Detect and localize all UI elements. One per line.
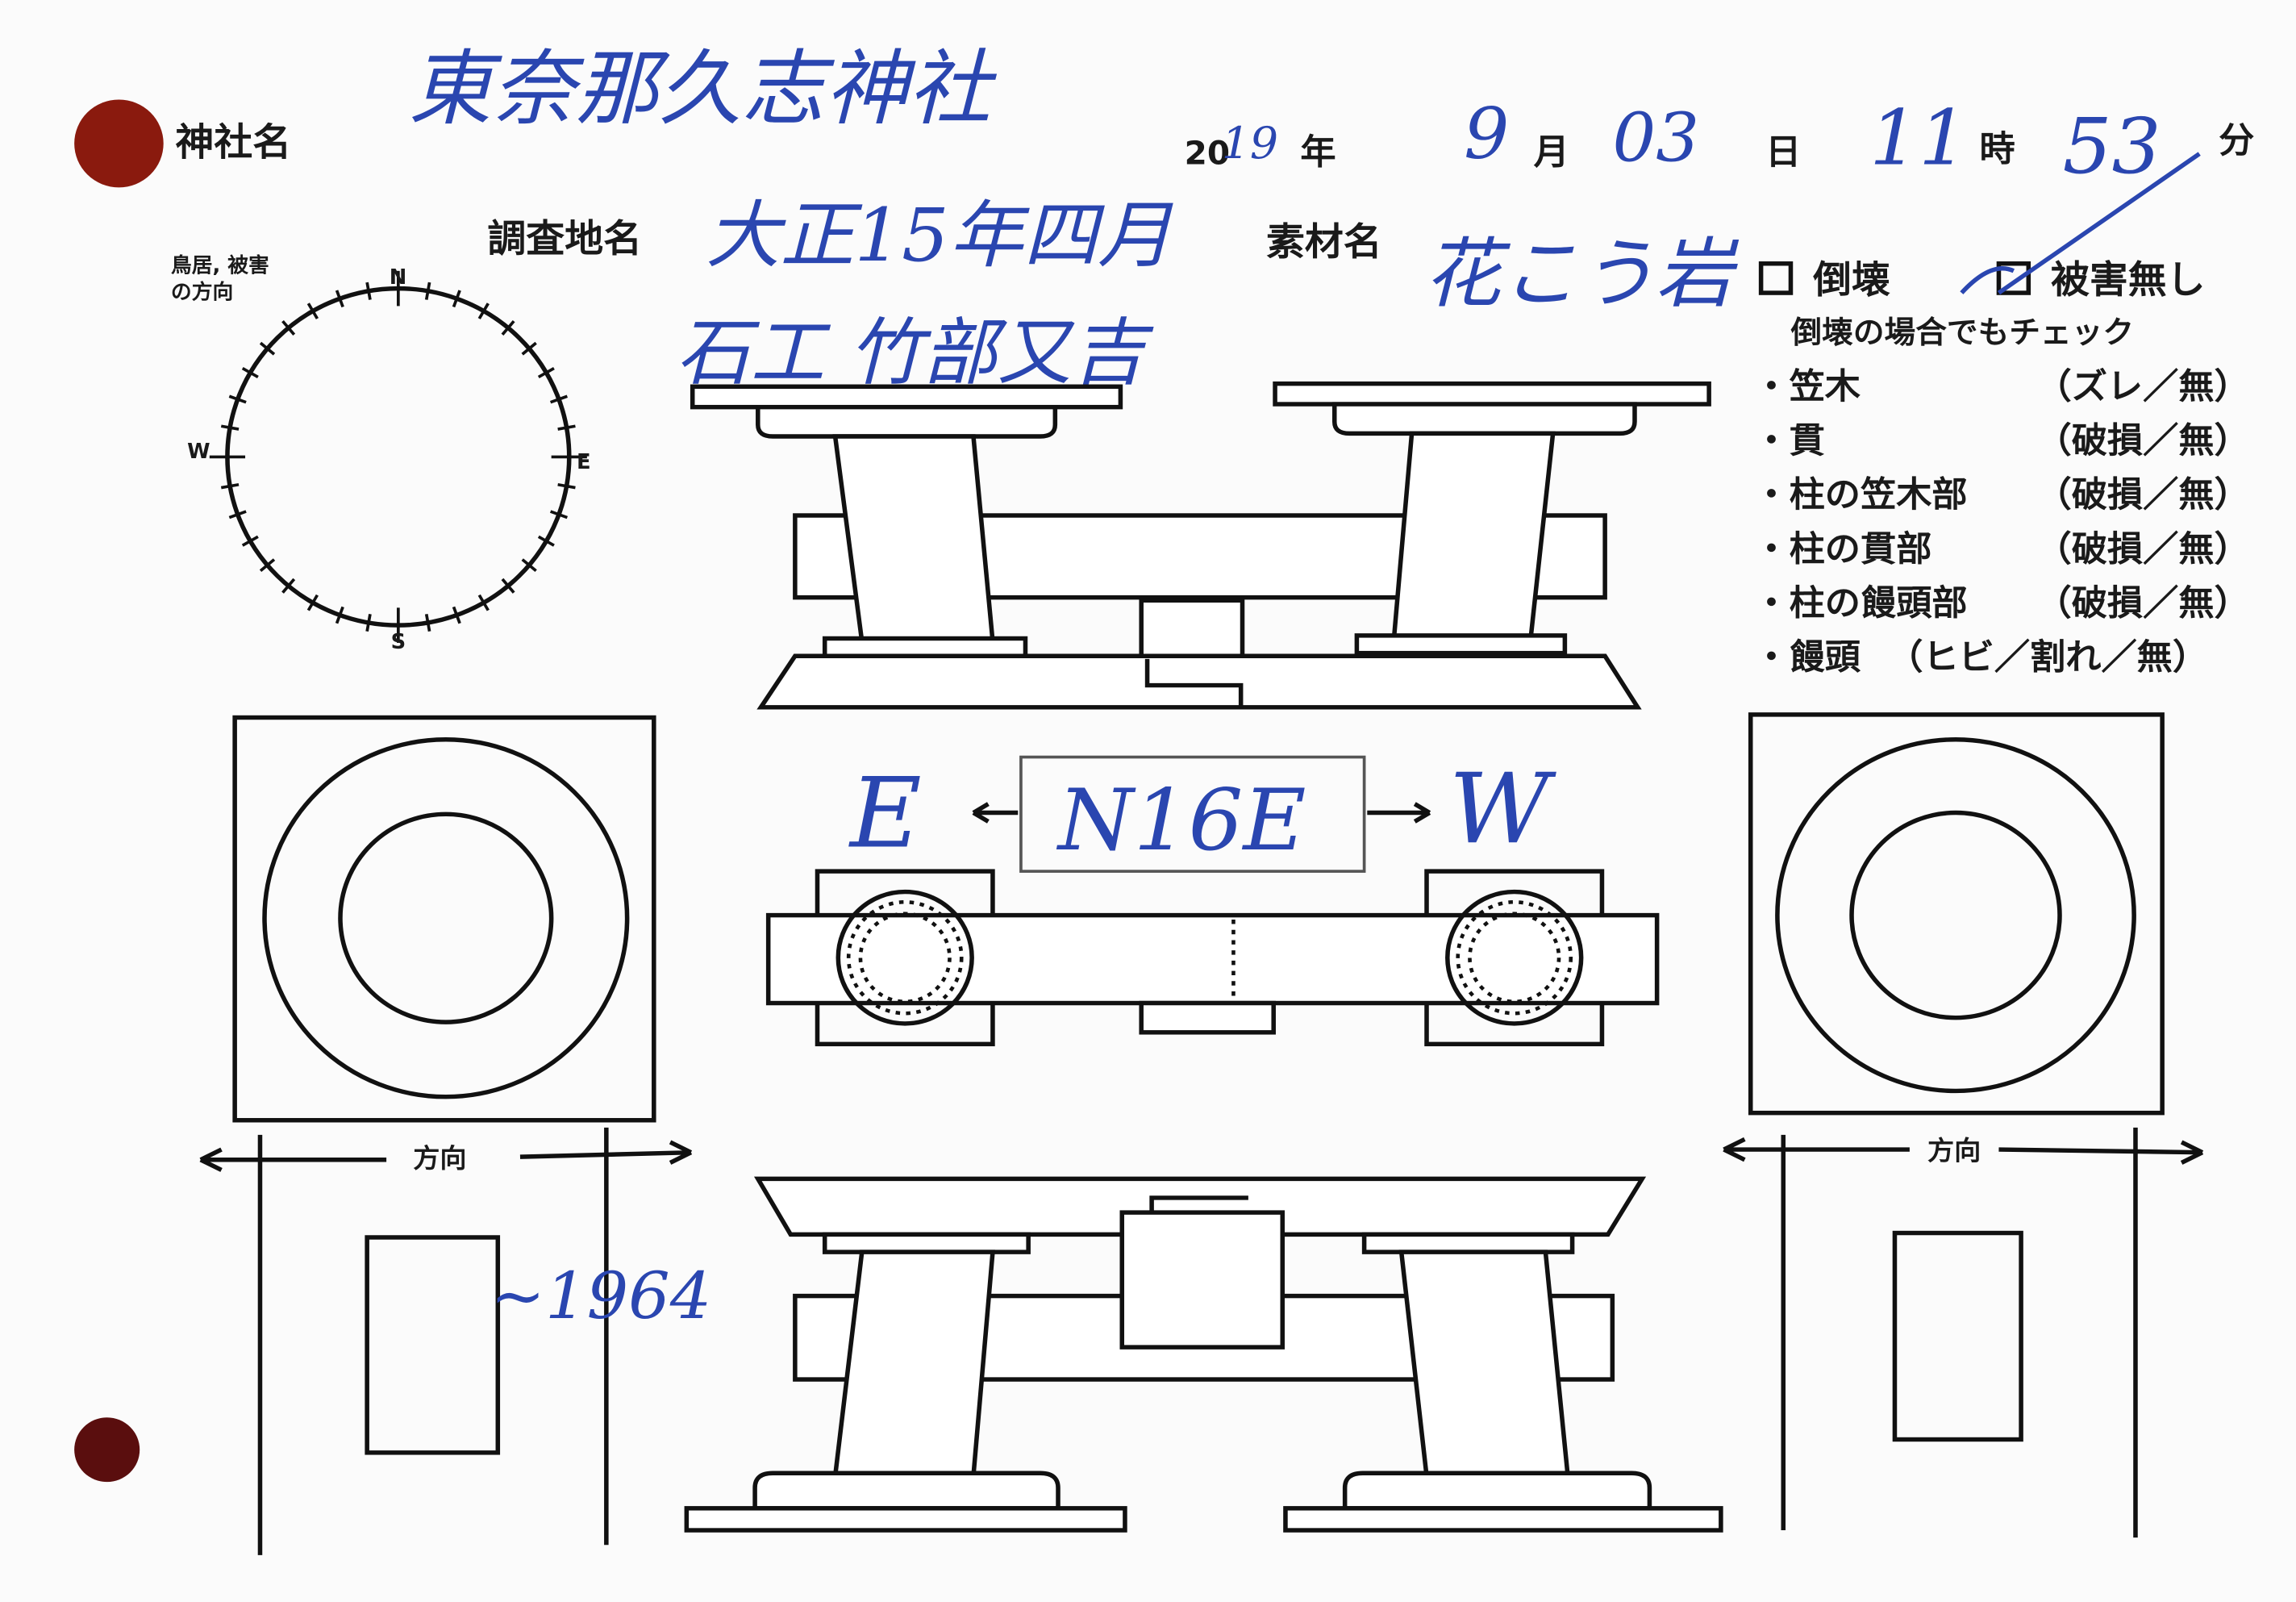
- compass-tick: [557, 424, 576, 431]
- month-label: 月: [1534, 132, 1569, 173]
- damage-item-options[interactable]: （破損／無）: [2036, 474, 2250, 515]
- year-value: 19: [1222, 117, 1278, 169]
- compass-tick: [501, 578, 515, 594]
- compass-tick: [306, 594, 319, 611]
- compass-tick: [537, 535, 555, 547]
- compass-w: W: [187, 440, 210, 464]
- material-label: 素材名: [1266, 220, 1382, 265]
- compass-tick: [537, 366, 555, 379]
- torii-plan-view: [765, 869, 1660, 1047]
- pillar-plan-left: [232, 715, 656, 1123]
- shrine-label: 神社名: [175, 121, 291, 165]
- compass-tick: [228, 394, 247, 404]
- damage-item-part: ・柱の笠木部: [1753, 474, 1967, 515]
- compass-tick: [281, 319, 296, 336]
- direction-label-left: 方向: [413, 1142, 466, 1174]
- damage-note: 倒壊の場合でもチェック: [1790, 315, 2134, 351]
- minute-label: 分: [2219, 120, 2254, 161]
- compass-tick: [549, 394, 569, 404]
- damage-item-part: ・柱の貫部: [1753, 529, 1931, 570]
- compass-tick: [501, 319, 515, 336]
- handwritten-note: ~1964: [490, 1258, 711, 1333]
- compass-s: S: [391, 630, 406, 654]
- inscription-value: 石工 竹部又吉: [676, 310, 1154, 395]
- compass-tick: [424, 282, 431, 300]
- right-direction: W: [1449, 753, 1557, 866]
- collapse-label: 倒壊: [1812, 258, 1890, 302]
- punch-hole-top: [74, 99, 164, 188]
- compass-tick: [306, 302, 319, 319]
- direction-arrows: [972, 802, 1431, 824]
- hour-value: 11: [1869, 94, 1968, 182]
- year-prefix: 20: [1185, 136, 1230, 173]
- damage-item-part: ・貫: [1753, 420, 1825, 461]
- compass-caption-2: の方向: [171, 280, 233, 305]
- compass-tick: [335, 606, 344, 624]
- damage-item-part: ・饅頭: [1753, 637, 1861, 678]
- compass-tick: [557, 482, 576, 490]
- compass-tick: [259, 341, 276, 356]
- pillar-plan-right: [1748, 712, 2165, 1116]
- compass-tick: [452, 606, 461, 624]
- damage-item-part: ・笠木: [1753, 366, 1861, 407]
- compass-tick: [228, 510, 247, 519]
- compass-tick: [335, 290, 344, 308]
- compass-tick: [241, 366, 259, 379]
- punch-hole-bottom: [74, 1417, 140, 1483]
- material-value: 花こう岩: [1423, 231, 1739, 319]
- hour-label: 時: [1980, 129, 2015, 170]
- compass-tick: [220, 482, 240, 490]
- collapse-checkbox[interactable]: [1758, 261, 1794, 295]
- left-direction: E: [848, 757, 922, 870]
- compass-tick: [424, 613, 431, 632]
- pen-stroke: [1960, 152, 2201, 295]
- month-value: 9: [1464, 94, 1509, 175]
- damage-item-part: ・柱の饅頭部: [1753, 583, 1967, 624]
- compass-tick: [365, 613, 372, 632]
- compass-tick: [259, 558, 276, 572]
- compass-tick: [549, 510, 569, 519]
- compass-tick: [477, 594, 490, 611]
- torii-back-view: [684, 1176, 1723, 1533]
- compass-e: E: [577, 450, 591, 474]
- no-damage-label: 被害無し: [2051, 258, 2206, 302]
- compass-tick: [281, 578, 296, 594]
- compass-dial: [209, 270, 587, 643]
- location-value: 大正15年四月: [706, 193, 1173, 278]
- compass-tick: [477, 302, 490, 319]
- minute-value: 53: [2063, 103, 2161, 191]
- side-view-left: [199, 1127, 693, 1555]
- shrine-value: 東奈那久志神社: [409, 42, 998, 137]
- compass-tick: [241, 535, 259, 547]
- damage-item-options[interactable]: （ズレ／無）: [2036, 366, 2250, 407]
- damage-item-options[interactable]: （破損／無）: [2036, 420, 2250, 461]
- torii-front-view: [690, 381, 1711, 710]
- location-label: 調査地名: [487, 218, 642, 262]
- day-label: 日: [1765, 132, 1801, 173]
- direction-label-right: 方向: [1927, 1135, 1981, 1166]
- damage-list: ・笠木 （ズレ／無） ・貫 （破損／無） ・柱の笠木部 （破損／無） ・柱の貫部…: [1753, 366, 2249, 678]
- damage-item-options[interactable]: （ヒビ／割れ／無）: [1887, 637, 2208, 678]
- day-value: 03: [1612, 98, 1699, 177]
- damage-item-options[interactable]: （破損／無）: [2036, 529, 2250, 570]
- side-view-right: [1723, 1127, 2204, 1538]
- orientation-box: [1019, 755, 1366, 873]
- compass-tick: [452, 290, 461, 308]
- compass-tick: [521, 341, 537, 356]
- compass-n: N: [390, 265, 407, 290]
- orientation-value: N16E: [1056, 772, 1306, 870]
- year-label: 年: [1300, 132, 1336, 173]
- compass-caption-1: 鳥居, 被害: [171, 253, 269, 278]
- damage-item-options[interactable]: （破損／無）: [2036, 583, 2250, 624]
- compass-tick: [220, 424, 240, 431]
- compass-tick: [365, 282, 372, 300]
- no-damage-checkbox[interactable]: [1996, 261, 2031, 295]
- compass-tick: [521, 558, 537, 572]
